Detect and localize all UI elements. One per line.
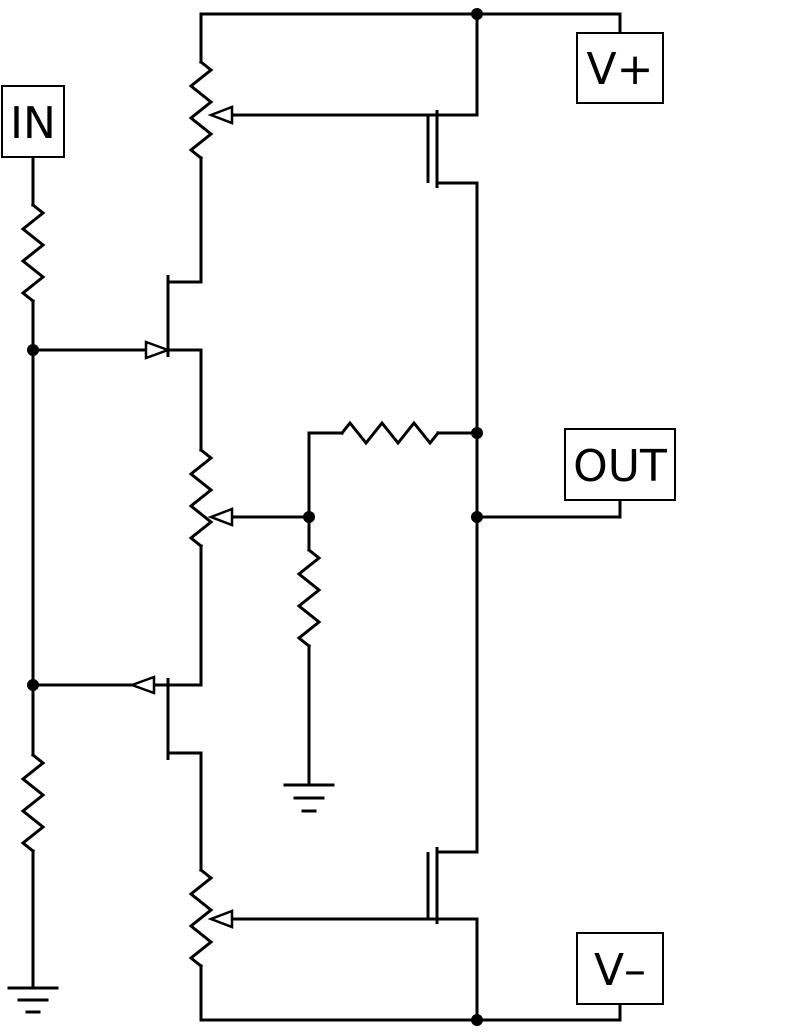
potentiometer-upper — [188, 12, 479, 282]
bias-resistor — [20, 752, 46, 854]
terminal-v-minus-label: V– — [594, 945, 646, 996]
v-plus-rail — [199, 8, 622, 35]
jfet-lower — [31, 675, 203, 760]
terminal-out: OUT — [564, 428, 676, 501]
mosfet-upper — [426, 12, 479, 188]
junction-output — [471, 511, 483, 523]
potentiometer-middle — [188, 348, 311, 687]
input-resistor — [20, 202, 46, 304]
feedback-resistor — [339, 420, 441, 446]
ground-symbol-left — [7, 986, 59, 1014]
feedback-network — [283, 420, 483, 813]
terminal-out-label: OUT — [573, 441, 667, 492]
terminal-in-label: IN — [10, 98, 56, 149]
junction-feedback-node — [303, 511, 315, 523]
terminal-v-plus-label: V+ — [587, 44, 654, 95]
wire-top-rail — [199, 12, 622, 35]
terminal-v-plus: V+ — [576, 32, 664, 104]
ground-symbol-middle — [283, 783, 335, 813]
shunt-resistor — [296, 547, 322, 649]
terminal-in: IN — [1, 85, 65, 158]
jfet-upper — [31, 275, 203, 360]
terminal-v-minus: V– — [576, 932, 664, 1005]
potentiometer-lower — [188, 751, 622, 1026]
input-branch — [7, 155, 59, 1014]
mosfet-lower — [426, 847, 479, 1022]
junction-feedback-output — [471, 427, 483, 439]
output-node — [471, 498, 622, 523]
